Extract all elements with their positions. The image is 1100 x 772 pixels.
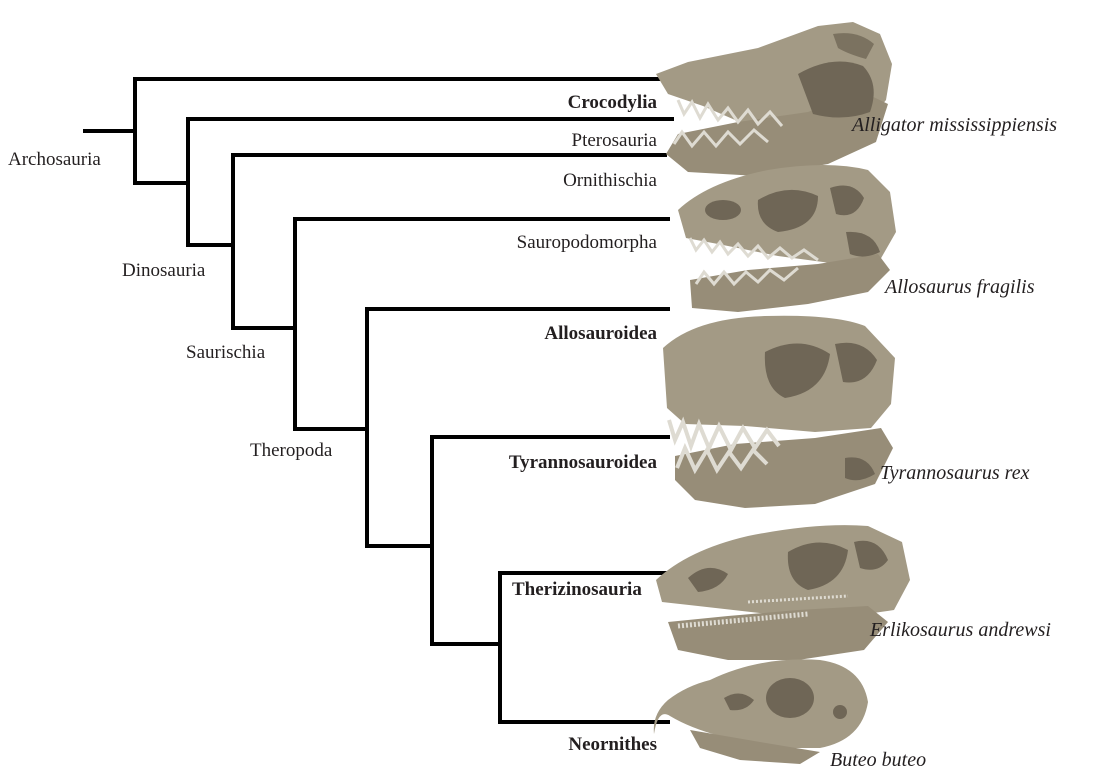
- allosauroidea-label: Allosauroidea: [544, 324, 657, 343]
- ornithischia-label: Ornithischia: [563, 171, 657, 190]
- archosauria-label: Archosauria: [8, 150, 101, 169]
- tyrannosaurus-skull-image: [655, 308, 905, 518]
- neornithes-label: Neornithes: [568, 735, 657, 754]
- dinosauria-label: Dinosauria: [122, 261, 205, 280]
- species-erlikosaurus-label: Erlikosaurus andrewsi: [870, 620, 1051, 640]
- species-alligator-label: Alligator mississippiensis: [852, 115, 1057, 135]
- sauropodomorpha-label: Sauropodomorpha: [517, 233, 657, 252]
- species-allosaurus-label: Allosaurus fragilis: [885, 277, 1034, 297]
- crocodylia-label: Crocodylia: [568, 93, 657, 112]
- saurischia-label: Saurischia: [186, 343, 265, 362]
- pterosauria-label: Pterosauria: [572, 131, 657, 150]
- species-tyrannosaurus-label: Tyrannosaurus rex: [880, 463, 1029, 483]
- species-buteo-label: Buteo buteo: [830, 750, 926, 770]
- theropoda-label: Theropoda: [250, 441, 332, 460]
- therizinosauria-label: Therizinosauria: [512, 580, 642, 599]
- tyrannosauroidea-label: Tyrannosauroidea: [509, 453, 657, 472]
- allosaurus-skull-image: [668, 152, 903, 324]
- erlikosaurus-skull-image: [648, 510, 918, 670]
